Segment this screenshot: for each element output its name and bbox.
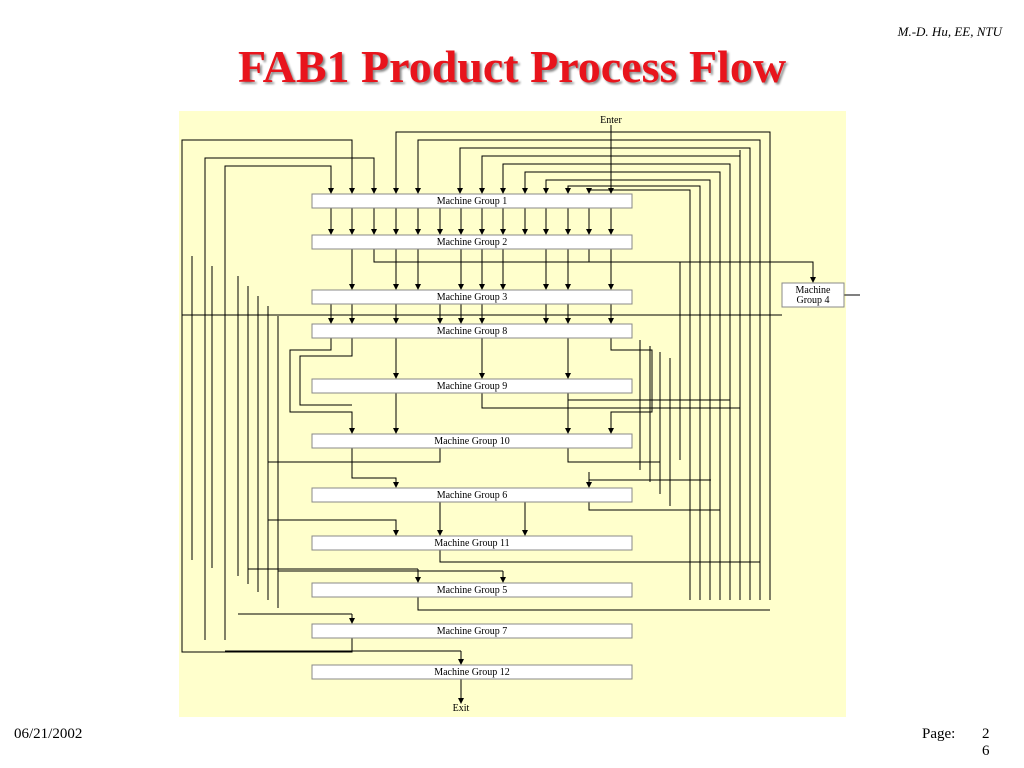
machine-group-10-label: Machine Group 10	[434, 436, 510, 447]
machine-group-9-label: Machine Group 9	[437, 381, 508, 392]
footer-date: 06/21/2002	[14, 726, 83, 742]
author-credit: M.-D. Hu, EE, NTU	[897, 24, 1002, 39]
flow-lines	[181, 125, 860, 704]
footer-page-number: 26	[982, 726, 990, 759]
machine-group-11-box	[311, 535, 633, 551]
machine-groups	[311, 193, 845, 680]
machine-group-7-label: Machine Group 7	[437, 626, 508, 637]
machine-group-4-label-line2: Group 4	[796, 295, 829, 306]
machine-group-12-box	[311, 664, 633, 680]
machine-group-6-box	[311, 487, 633, 503]
diagram-background	[179, 111, 846, 717]
machine-group-6-label: Machine Group 6	[437, 490, 508, 501]
machine-group-5-label: Machine Group 5	[437, 585, 508, 596]
machine-group-3-label: Machine Group 3	[437, 292, 508, 303]
machine-group-8-label: Machine Group 8	[437, 326, 508, 337]
footer-page-label: Page:	[922, 726, 956, 742]
machine-group-2-box	[311, 234, 633, 250]
machine-group-labels: Machine Group 1 Machine Group 2 Machine …	[434, 115, 831, 714]
machine-group-5-box	[311, 582, 633, 598]
slide-title: FAB1 Product Process Flow	[237, 41, 787, 92]
exit-label: Exit	[453, 703, 470, 714]
machine-group-2-label: Machine Group 2	[437, 237, 508, 248]
machine-group-4-label-line1: Machine	[796, 285, 832, 296]
machine-group-1-box	[311, 193, 633, 209]
machine-group-4-box	[781, 282, 845, 308]
machine-group-9-box	[311, 378, 633, 394]
machine-group-12-label: Machine Group 12	[434, 667, 510, 678]
machine-group-3-box	[311, 289, 633, 305]
machine-group-8-box	[311, 323, 633, 339]
machine-group-7-box	[311, 623, 633, 639]
machine-group-11-label: Machine Group 11	[434, 538, 509, 549]
machine-group-10-box	[311, 433, 633, 449]
machine-group-1-label: Machine Group 1	[437, 196, 508, 207]
enter-label: Enter	[600, 115, 622, 126]
